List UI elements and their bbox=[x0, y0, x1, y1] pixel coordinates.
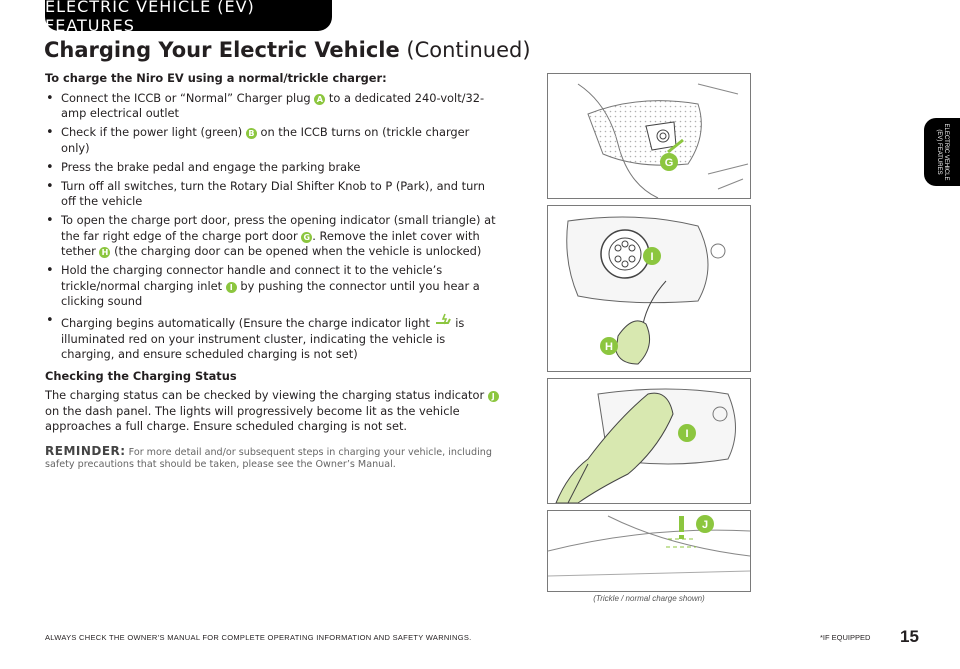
bullet-icon: • bbox=[46, 125, 54, 140]
list-item: • Hold the charging connector handle and … bbox=[45, 263, 500, 310]
section-header-tab: ELECTRIC VEHICLE (EV) FEATURES bbox=[45, 0, 332, 35]
section1-heading: To charge the Niro EV using a normal/tri… bbox=[45, 71, 387, 85]
callout-badge-a: A bbox=[314, 93, 326, 105]
bullet-icon: • bbox=[46, 159, 54, 175]
bullet-icon: • bbox=[46, 178, 54, 194]
instruction-list: • Connect the ICCB or “Normal” Charger pl… bbox=[45, 91, 500, 363]
item-text: To open the charge port door, press the … bbox=[61, 213, 496, 243]
bullet-icon: • bbox=[46, 263, 54, 278]
connector-plugged-image: I bbox=[547, 378, 751, 504]
page-title-main: Charging Your Electric Vehicle bbox=[44, 38, 400, 62]
side-section-tab[interactable]: ELECTRIC VEHICLE (EV) FEATURES bbox=[924, 118, 960, 186]
bullet-icon: • bbox=[46, 213, 54, 228]
bullet-icon: • bbox=[46, 90, 54, 106]
callout-j bbox=[696, 515, 714, 533]
item-text: Hold the charging connector handle and c… bbox=[61, 263, 443, 293]
callout-badge-g: G bbox=[301, 231, 313, 243]
charge-port-door-illustration: G bbox=[577, 83, 749, 198]
footer-note: *IF EQUIPPED bbox=[820, 633, 871, 642]
dash-indicator-illustration: J bbox=[548, 515, 750, 577]
footer-warning: ALWAYS CHECK THE OWNER’S MANUAL FOR COMP… bbox=[45, 633, 472, 642]
page-title: Charging Your Electric Vehicle (Continue… bbox=[44, 38, 531, 62]
list-item: • Connect the ICCB or “Normal” Charger pl… bbox=[45, 91, 500, 122]
item-text: . Remove the inlet cover with tether bbox=[61, 228, 480, 259]
item-text: Charging begins automatically (Ensure th… bbox=[61, 316, 434, 330]
paragraph-text: on the dash panel. The lights will progr… bbox=[45, 403, 460, 434]
item-text: Connect the ICCB or “Normal” Charger plu… bbox=[61, 90, 315, 105]
callout-h bbox=[600, 337, 618, 355]
item-text: is illuminated red on your instrument cl… bbox=[61, 316, 465, 361]
callout-i-connector-label: I bbox=[685, 428, 688, 440]
callout-badge-i: I bbox=[225, 281, 237, 293]
list-item: • Charging begins automatically (Ensure t… bbox=[45, 313, 500, 363]
charge-port-door-image: G bbox=[547, 73, 751, 199]
list-item: • Turn off all switches, turn the Rotary … bbox=[45, 179, 500, 210]
charging-inlet-image: I H bbox=[547, 205, 751, 372]
image-caption: (Trickle / normal charge shown) bbox=[593, 594, 705, 603]
page-number: 15 bbox=[900, 627, 919, 646]
bullet-icon: • bbox=[46, 313, 54, 328]
item-text: Turn off all switches, turn the Rotary D… bbox=[61, 178, 486, 209]
callout-badge-j: J bbox=[487, 391, 499, 402]
side-tab-label: ELECTRIC VEHICLE (EV) FEATURES bbox=[936, 123, 949, 181]
callout-g bbox=[660, 153, 678, 171]
item-text: by pushing the connector until you hear … bbox=[61, 278, 480, 309]
callout-i-inlet-label: I bbox=[650, 251, 653, 263]
item-text: on the ICCB turns on (trickle charger on… bbox=[61, 125, 470, 155]
callout-badge-b: B bbox=[245, 128, 257, 139]
section2-paragraph: The charging status can be checked by vi… bbox=[45, 388, 500, 435]
reminder-label: REMINDER: bbox=[45, 443, 126, 458]
main-content: To charge the Niro EV using a normal/tri… bbox=[45, 71, 500, 471]
connector-plugged-illustration: I bbox=[555, 388, 736, 503]
section2-heading: Checking the Charging Status bbox=[45, 368, 237, 383]
reminder-text: For more detail and/or subsequent steps … bbox=[45, 446, 492, 470]
item-text: Press the brake pedal and engage the par… bbox=[61, 159, 361, 174]
dash-indicator-image: J bbox=[547, 510, 751, 592]
charging-inlet-illustration: I H bbox=[566, 216, 726, 365]
list-item: • To open the charge port door, press the… bbox=[45, 213, 500, 260]
item-text: (the charging door can be opened when th… bbox=[110, 244, 482, 258]
section-header-label: ELECTRIC VEHICLE (EV) FEATURES bbox=[45, 0, 255, 35]
callout-badge-h: H bbox=[99, 247, 111, 258]
callout-g-label: G bbox=[665, 157, 674, 169]
item-text: to a dedicated 240-volt/32-amp electrica… bbox=[61, 90, 485, 121]
callout-i-inlet bbox=[643, 247, 661, 265]
page-title-suffix: (Continued) bbox=[399, 38, 531, 62]
list-item: • Check if the power light (green) B on t… bbox=[45, 125, 500, 156]
callout-i-connector bbox=[678, 424, 696, 442]
list-item: • Press the brake pedal and engage the pa… bbox=[45, 160, 500, 176]
paragraph-text: The charging status can be checked by vi… bbox=[45, 388, 488, 402]
item-text: Check if the power light (green) bbox=[61, 125, 246, 139]
callout-j-label: J bbox=[702, 519, 708, 531]
charge-indicator-icon bbox=[435, 313, 451, 325]
callout-h-label: H bbox=[605, 341, 613, 353]
reminder-note: REMINDER: For more detail and/or subsequ… bbox=[45, 445, 500, 471]
